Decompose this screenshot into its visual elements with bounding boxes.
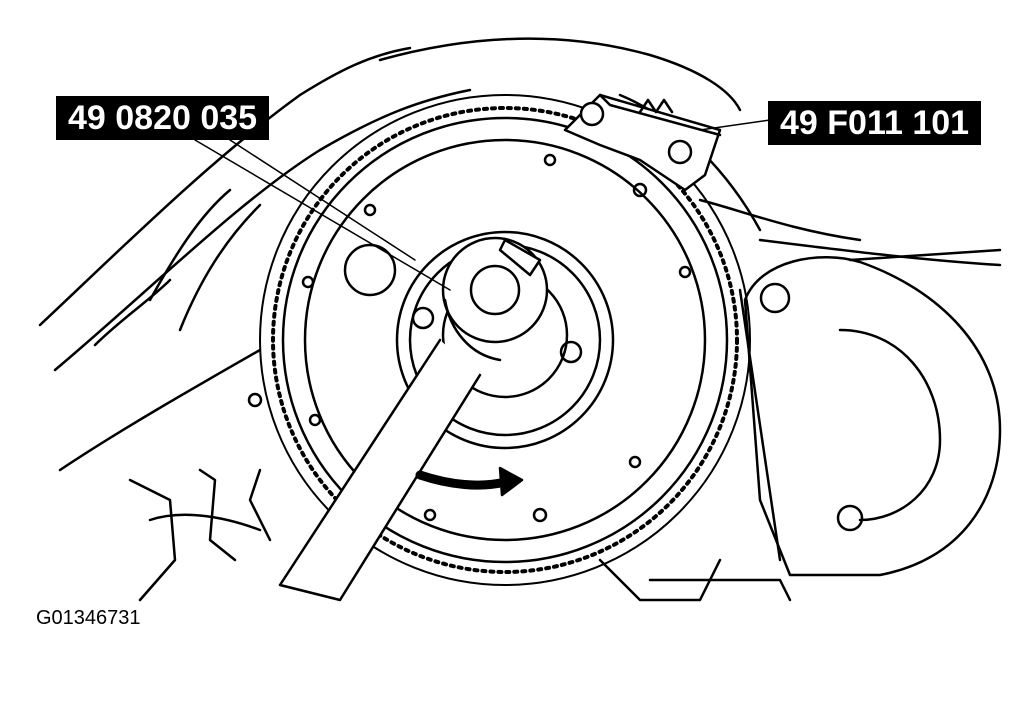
ring-gear xyxy=(259,94,751,586)
rotation-arrow xyxy=(415,466,524,497)
tool-callout-stopper: 49 F011 101 xyxy=(768,101,982,145)
figure-id-label: G01346731 xyxy=(36,607,141,629)
socket-wrench xyxy=(278,236,549,602)
leader-lines xyxy=(194,119,771,291)
ring-gear-stopper-tool xyxy=(563,93,722,192)
drive-plate xyxy=(301,138,707,542)
tool-callout-socket: 49 0820 035 xyxy=(56,96,270,140)
transmission-housing xyxy=(247,256,1002,577)
